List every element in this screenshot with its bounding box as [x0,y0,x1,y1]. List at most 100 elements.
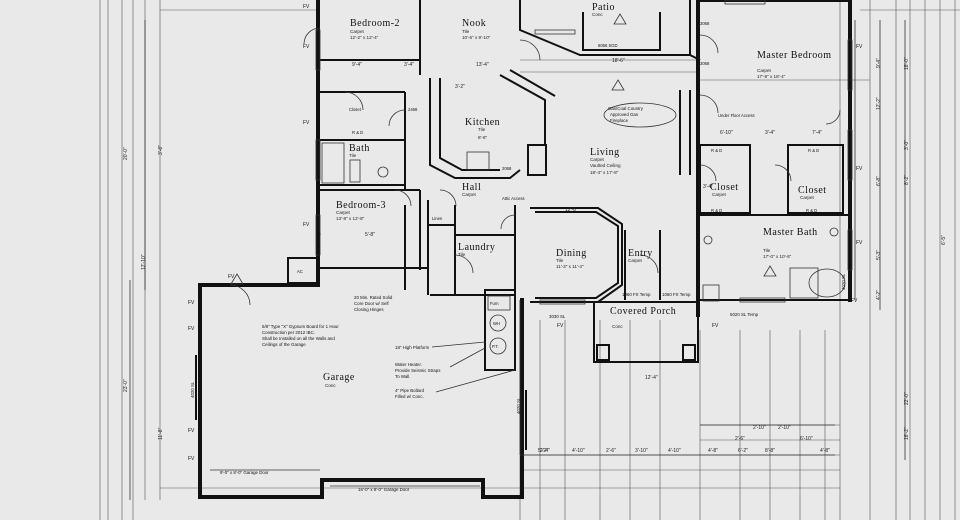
kitchen-floor: Tile [478,127,486,132]
construction-lines [99,0,960,520]
master-bath-floor: Tile [763,248,771,253]
dim-27: 23'-0" [123,379,129,392]
dimension-labels: 9'-4" 3'-4" 13'-4" 18'-6" 12'-8" 6'-10" … [123,57,947,454]
dim-16: 4'-10" [668,448,681,454]
dim-29: 12'-10" [141,254,147,270]
bedroom2-size: 12'-2" x 12'-4" [350,35,379,40]
dim-24: 4'-8" [820,448,830,454]
ac-tag: AC [297,269,303,274]
garage-name: Garage [323,372,355,383]
fv-7: FV [188,428,195,434]
fv-markers: FV FV FV FV FV FV FV FV FV FV FV FV FV F… [188,4,863,462]
notes: Gas/Coal Country Approved Gas Fireplace … [190,102,846,492]
entry-name: Entry [628,248,653,259]
fix-note-2: 1060 FX Temp [662,292,691,297]
dim-15: 3'-10" [635,448,648,454]
kitchen-size: 8'-8" [478,135,488,140]
dim-12: 4'-10" [572,448,585,454]
fireplace-note-2: Approved Gas [610,112,639,117]
dim-1: 9'-4" [352,62,362,68]
dim-17: 2'-6" [735,436,745,442]
heater-note-1: Water Heater. [395,362,422,367]
dim-10: 3'-4" [703,184,713,190]
dim-30: 3'-8" [158,145,164,155]
living-size: 18'-4" x 17'-8" [590,170,619,175]
door-swings [229,27,841,306]
heater-note-2: Provide Seismic Straps [395,368,441,373]
patio-floor: Conc [592,12,603,17]
rdg-tag-2: R & D [711,148,722,153]
bedroom2-name: Bedroom-2 [350,18,400,29]
furn-tag: Furn [490,301,499,306]
fix-note-1: 1060 FX Temp [622,292,651,297]
dim-7: 3'-4" [765,130,775,136]
fv-4: FV [303,222,310,228]
door-note-2: Core Door w/ Self [354,301,389,306]
dim-18: 6'-2" [738,448,748,454]
walls [198,0,852,499]
dim-32: 22'-0" [904,392,910,405]
dim-37: 5'-3" [876,250,882,260]
dim-19: 4'-8" [708,448,718,454]
closet-left-name: Closet [710,182,739,193]
dining-floor: Tile [556,258,564,263]
fv-10: FV [856,44,863,50]
nook-size: 10'-6" x 9'-10" [462,35,491,40]
platform-note: 18" High Platform [395,345,430,350]
laundry-floor: Tile [458,252,466,257]
master-bath-name: Master Bath [763,227,818,238]
master-bedroom-name: Master Bedroom [757,50,832,61]
door-3068-tag-1: 3068 [700,21,710,26]
nook-area-tag: 6066 SGD [598,43,618,48]
dim-3: 13'-4" [476,62,489,68]
rdg-tag-1: R & D [352,130,363,135]
dim-36: 6'-8" [876,176,882,186]
dim-13: 2'-4" [540,448,550,454]
dining-size: 11'-3" x 11'-4" [556,264,584,269]
dim-31: 20'-0" [123,147,129,160]
window-4020-c: 4020 SL [841,273,846,290]
nook-name: Nook [462,18,486,29]
covered-porch-floor: Conc [612,324,623,329]
hall-name: Hall [462,182,481,193]
closet-left-floor: Carpet [712,192,727,197]
tags: Closet R & D Linen AC Furn WH P.T. 6066 … [297,21,819,349]
dim-42: 6'-5" [941,235,947,245]
door-2068-tag: 2068 [502,166,512,171]
triangle-markers [230,13,777,285]
door-note-1: 20 Min. Rated Solid [354,295,393,300]
garage-door2-note: 16'-0" x 8'-0" Garage Door [358,487,410,492]
door-note-3: Closing Hinges [354,307,384,312]
fireplace-note-3: Fireplace [610,118,629,123]
dim-34: 9'-4" [876,58,882,68]
fv-11: FV [856,166,863,172]
bedroom3-name: Bedroom-3 [336,200,386,211]
closet-small-tag: Closet [349,107,362,112]
fv-9: FV [228,274,235,280]
rdg-tag-4: R & D [711,208,722,213]
board-note-3: Shall be Installed on all the Walls and [262,336,335,341]
dim-2: 3'-4" [404,62,414,68]
closet-right-name: Closet [798,185,827,196]
dim-40: 3'-0" [904,140,910,150]
window-4020-a: 4020 SL [190,381,195,398]
fv-12: FV [856,240,863,246]
bath-name: Bath [349,143,370,154]
hall-floor: Carpet [462,192,477,197]
underfloor-tag: Under Floor Access [718,113,755,118]
window-4020-b: 4020 SL [516,397,521,414]
attic-tag: Attic Access [502,196,525,201]
entry-floor: Carpet [628,258,643,263]
fv-5: FV [188,300,195,306]
laundry-name: Laundry [458,242,495,253]
fireplace-note-1: Gas/Coal Country [608,106,644,111]
patio-name: Patio [592,2,615,13]
dim-28: 11'-8" [158,427,164,440]
bollard-note-1: 4" Pipe Bollard [395,388,424,393]
nook-floor: Tile [462,29,470,34]
fv-1: FV [303,4,310,10]
garage-door1-note: 9'-0" x 8'-0" Garage Door [220,470,269,475]
fv-8: FV [188,456,195,462]
bath-floor: Tile [349,153,357,158]
